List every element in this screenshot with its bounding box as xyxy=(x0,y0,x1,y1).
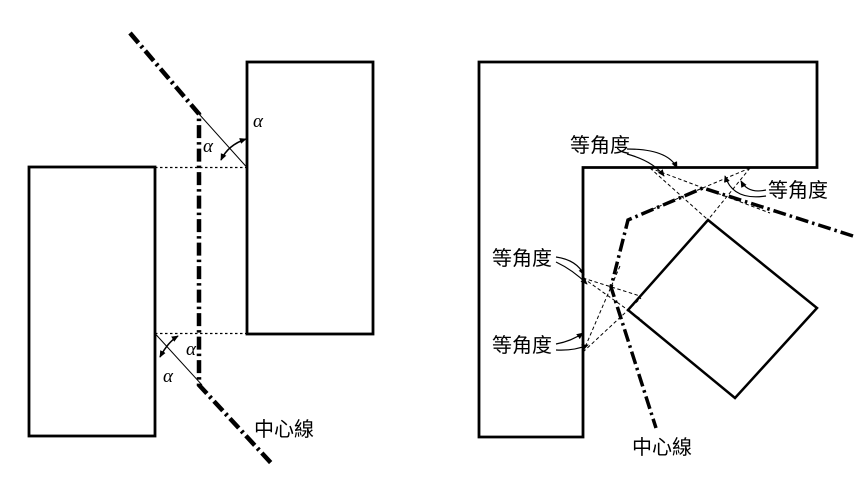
equal-angle-label-2: 等角度 xyxy=(768,180,828,202)
construction-line-upper-to-corner xyxy=(582,277,643,321)
equal-angle-label-4: 等角度 xyxy=(492,335,552,357)
construction-line-right-to-bend xyxy=(640,167,751,215)
right-figure-construction-lines-left xyxy=(582,265,643,353)
right-centerline-label: 中心線 xyxy=(632,437,692,459)
construction-line-right-to-corner xyxy=(698,167,751,232)
right-figure-rotated-square-part xyxy=(626,218,819,400)
left-figure xyxy=(27,31,375,466)
right-figure-leader-arrows xyxy=(555,148,767,351)
leader-arrow-eq4-b xyxy=(555,344,589,351)
leader-arrow-eq3-a xyxy=(555,256,585,276)
alpha-angle-label-bottom-1: α xyxy=(186,339,196,360)
leader-arrow-eq2-b xyxy=(724,175,767,198)
leader-arrow-eq3-b xyxy=(555,261,588,285)
left-figure-centerline xyxy=(128,31,274,466)
left-figure-lower-part-rect xyxy=(27,165,157,438)
leader-arrow-eq2-a xyxy=(740,180,767,192)
right-figure-l-shape-part xyxy=(477,60,819,439)
alpha-angle-label-top-1: α xyxy=(253,111,263,132)
right-figure-centerline xyxy=(609,186,854,429)
right-figure-construction-lines-top xyxy=(640,167,771,232)
construction-line-lower-to-bend xyxy=(582,265,621,353)
left-centerline-label: 中心線 xyxy=(254,419,314,441)
construction-line-upper-to-bend xyxy=(582,277,641,297)
alpha-angle-label-top-2: α xyxy=(203,136,213,157)
left-figure-upper-part-rect xyxy=(245,60,375,336)
leader-arrow-eq4-a xyxy=(555,332,584,345)
construction-line-lower-to-corner xyxy=(582,297,642,353)
right-figure xyxy=(477,60,854,439)
equal-angle-label-3: 等角度 xyxy=(492,248,552,270)
left-figure-angle-arrow-top xyxy=(220,138,247,161)
construction-line-left-to-bend xyxy=(649,167,771,214)
leader-arrow-eq1-a xyxy=(626,148,678,169)
equal-angle-label-1: 等角度 xyxy=(570,135,630,157)
leader-arrow-eq1-b xyxy=(626,153,665,177)
alpha-angle-label-bottom-2: α xyxy=(163,366,173,387)
construction-line-left-to-corner xyxy=(649,167,717,228)
left-figure-angle-arrow-bottom xyxy=(159,335,179,358)
